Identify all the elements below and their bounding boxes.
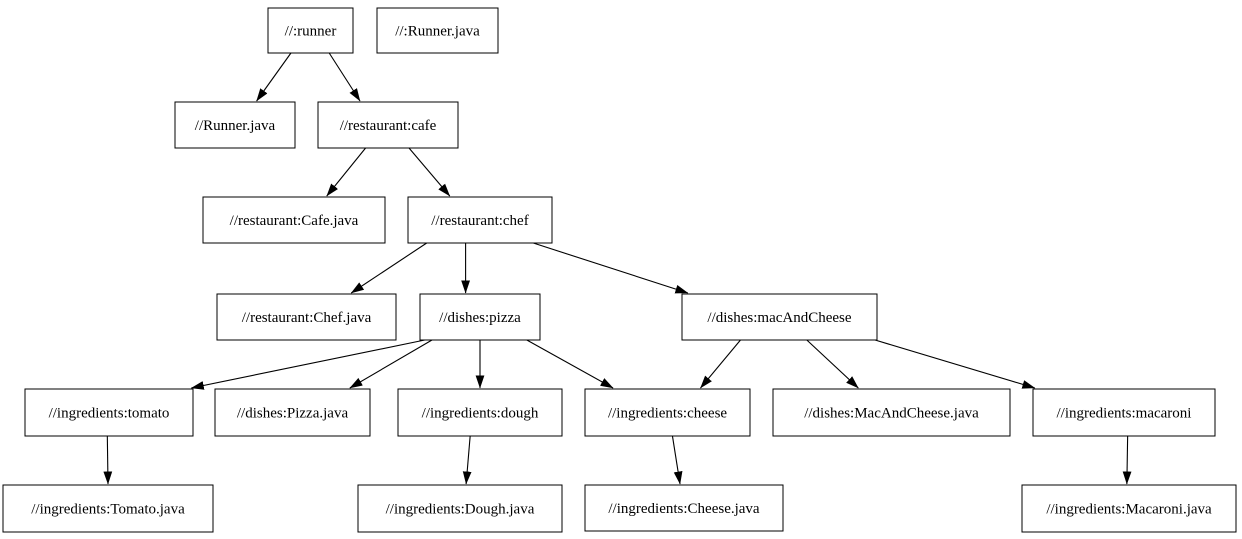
edge-chef-to-mac-and-cheese [533,242,689,294]
edge-chef-to-chef-java [350,242,428,294]
graph-node-mac-and-cheese-java: //dishes:MacAndCheese.java [772,388,1011,437]
graph-node-cheese: //ingredients:cheese [584,388,751,437]
node-label-pizza-java: //dishes:Pizza.java [237,406,349,422]
node-box-cheese [584,388,751,437]
node-box-mac-and-cheese [681,293,878,341]
node-box-pizza-java [214,388,371,437]
edge-cheese-to-cheese-java [671,435,683,485]
node-box-cheese-java [584,484,784,532]
node-box-pizza [419,293,541,341]
node-label-dough-java: //ingredients:Dough.java [386,502,535,518]
graph-node-cheese-java: //ingredients:Cheese.java [584,484,784,532]
node-label-chef-java: //restaurant:Chef.java [242,310,372,326]
node-box-cafe-java [202,196,386,244]
node-label-tomato-java: //ingredients:Tomato.java [31,502,185,518]
graph-node-tomato-java: //ingredients:Tomato.java [2,484,214,533]
edge-pizza-to-pizza-java [349,339,433,389]
edge-mac-and-cheese-to-macaroni [874,339,1036,389]
node-label-cheese-java: //ingredients:Cheese.java [608,501,760,517]
node-label-pizza: //dishes:pizza [439,310,521,326]
edge-macaroni-to-macaroni-java [1122,435,1132,485]
graph-node-chef: //restaurant:chef [407,196,553,244]
edges-layer [103,52,1132,485]
graph-node-dough-java: //ingredients:Dough.java [357,484,563,533]
graph-node-tomato: //ingredients:tomato [24,388,194,437]
graph-node-pizza: //dishes:pizza [419,293,541,341]
edge-mac-and-cheese-to-cheese [700,339,741,389]
edge-tomato-to-tomato-java [103,435,113,485]
node-label-macaroni: //ingredients:macaroni [1057,406,1192,422]
graph-node-cafe: //restaurant:cafe [317,101,459,149]
node-box-runner-java [174,101,296,149]
edge-pizza-to-tomato [190,339,425,390]
edge-runner-to-cafe [328,52,361,102]
node-label-mac-and-cheese-java: //dishes:MacAndCheese.java [804,406,979,422]
edge-cafe-to-cafe-java [326,147,367,197]
node-label-root-runner-java: //:Runner.java [395,24,480,40]
node-label-cafe: //restaurant:cafe [340,118,437,134]
node-box-dough-java [357,484,563,533]
node-box-runner [267,7,354,54]
node-box-chef-java [216,293,397,341]
node-label-cheese: //ingredients:cheese [608,406,727,422]
node-label-runner-java: //Runner.java [195,118,276,134]
node-label-cafe-java: //restaurant:Cafe.java [230,213,359,229]
graph-node-chef-java: //restaurant:Chef.java [216,293,397,341]
node-box-mac-and-cheese-java [772,388,1011,437]
graph-node-runner-java: //Runner.java [174,101,296,149]
node-box-chef [407,196,553,244]
graph-node-root-runner-java: //:Runner.java [376,7,499,54]
edge-dough-to-dough-java [462,435,472,485]
node-box-dough [397,388,563,437]
node-box-macaroni-java [1021,484,1237,533]
edge-runner-to-runner-java [256,52,292,102]
node-box-tomato-java [2,484,214,533]
node-label-mac-and-cheese: //dishes:macAndCheese [707,310,851,326]
node-label-macaroni-java: //ingredients:Macaroni.java [1046,502,1212,518]
node-label-chef: //restaurant:chef [431,213,528,229]
node-label-dough: //ingredients:dough [422,406,539,422]
edge-cafe-to-chef [408,147,451,197]
node-label-runner: //:runner [285,24,337,40]
graph-node-pizza-java: //dishes:Pizza.java [214,388,371,437]
graph-node-mac-and-cheese: //dishes:macAndCheese [681,293,878,341]
edge-pizza-to-cheese [526,339,614,389]
graph-node-cafe-java: //restaurant:Cafe.java [202,196,386,244]
graph-node-dough: //ingredients:dough [397,388,563,437]
nodes-layer: //:runner //:Runner.java //Runner.java //re… [2,7,1237,533]
graph-node-macaroni: //ingredients:macaroni [1032,388,1216,437]
node-label-tomato: //ingredients:tomato [49,406,170,422]
node-box-root-runner-java [376,7,499,54]
node-box-macaroni [1032,388,1216,437]
graph-node-runner: //:runner [267,7,354,54]
node-box-cafe [317,101,459,149]
graph-node-macaroni-java: //ingredients:Macaroni.java [1021,484,1237,533]
node-box-tomato [24,388,194,437]
edge-mac-and-cheese-to-mac-and-cheese-java [806,339,859,389]
